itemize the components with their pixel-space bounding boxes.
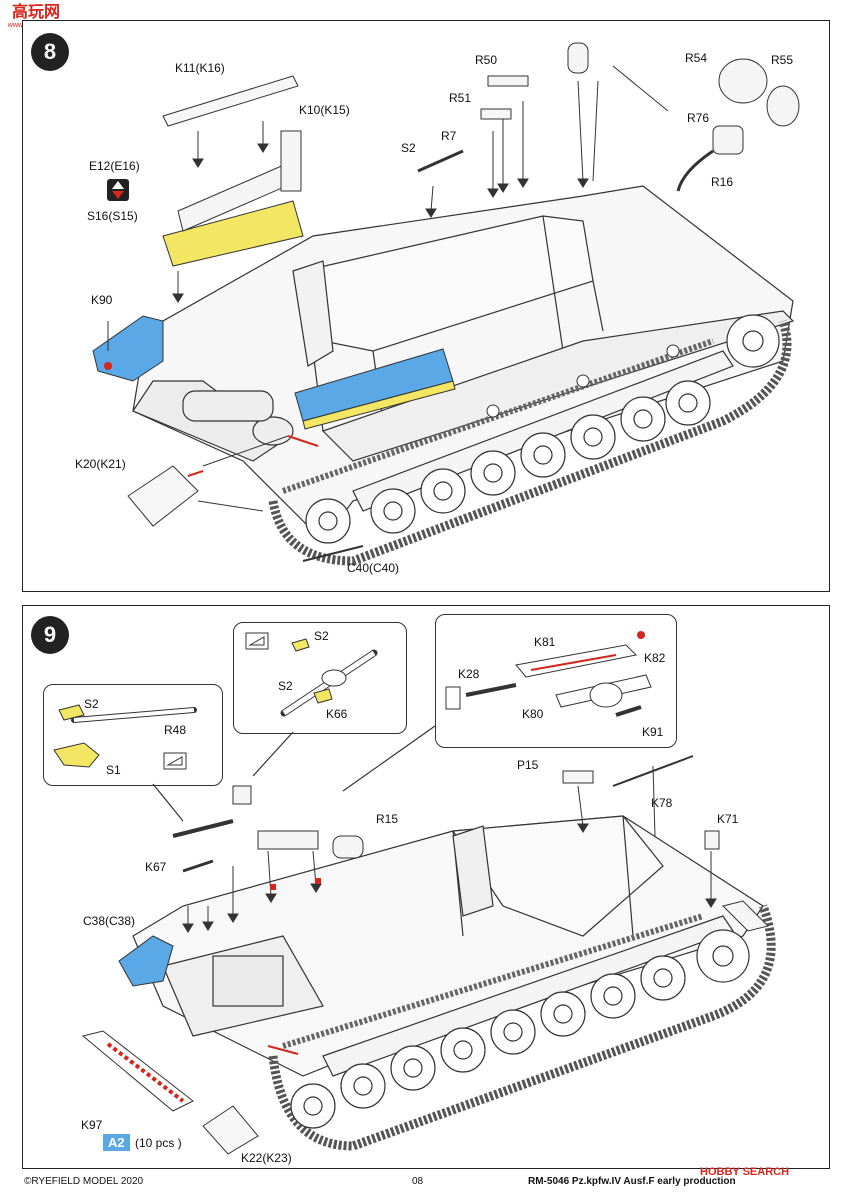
hobbysearch-watermark: HOBBY SEARCH <box>700 1166 790 1178</box>
part-label-k22: K22(K23) <box>241 1151 292 1165</box>
part-label-c38: C38(C38) <box>83 914 136 928</box>
detail-inset-k66: S2 S2 K66 <box>233 622 407 734</box>
step-9-drawing <box>81 725 776 1155</box>
part-label-c40: C40(C40) <box>347 561 400 575</box>
watermark-top: 高玩网 <box>11 3 60 21</box>
detail-inset-k81: K81 K28 K82 K80 K91 <box>435 614 677 748</box>
part-label-r76: R76 <box>687 111 710 125</box>
decal-a2-badge: A2 <box>103 1134 130 1151</box>
part-label-s2-c: S2 <box>278 679 293 693</box>
part-label-r51: R51 <box>449 91 472 105</box>
part-label-r55: R55 <box>771 53 794 67</box>
part-label-k10: K10(K15) <box>299 103 350 117</box>
part-label-k11: K11(K16) <box>175 61 225 75</box>
step-9-panel: 9 S2 R48 S1 S2 S2 K66 <box>22 605 830 1169</box>
part-label-s2: S2 <box>401 141 416 155</box>
part-label-k71: K71 <box>717 812 739 826</box>
step-number-badge: 8 <box>31 33 69 71</box>
part-label-r48: R48 <box>164 723 187 737</box>
copyright-text: ©RYEFIELD MODEL 2020 <box>24 1176 144 1187</box>
part-label-k97: K97 <box>81 1118 103 1132</box>
part-label-r16: R16 <box>711 175 734 189</box>
part-label-k67: K67 <box>145 860 167 874</box>
part-label-k80: K80 <box>522 707 544 721</box>
product-title: RM-5046 Pz.kpfw.IV Ausf.F early producti… <box>528 1176 736 1187</box>
part-label-r15: R15 <box>376 812 399 826</box>
part-label-k66: K66 <box>326 707 348 721</box>
part-label-s2-a: S2 <box>84 697 99 711</box>
page-number: 08 <box>412 1176 424 1187</box>
part-label-s2-b: S2 <box>314 629 329 643</box>
part-label-k90: K90 <box>91 293 113 307</box>
part-label-k91: K91 <box>642 725 664 739</box>
part-label-e12: E12(E16) <box>89 159 140 173</box>
part-label-s1: S1 <box>106 763 121 777</box>
part-label-k82: K82 <box>644 651 666 665</box>
detail-inset-r48: S2 R48 S1 <box>43 684 223 786</box>
part-label-k78: K78 <box>651 796 673 810</box>
decal-a2-count: (10 pcs ) <box>135 1136 182 1150</box>
part-label-r7: R7 <box>441 129 457 143</box>
step-8-panel: 8 <box>22 20 830 592</box>
step-8-drawing <box>92 42 800 566</box>
step-number-badge: 9 <box>31 616 69 654</box>
part-label-k28: K28 <box>458 667 480 681</box>
part-label-p15: P15 <box>517 758 539 772</box>
part-label-k20: K20(K21) <box>75 457 126 471</box>
part-label-k81: K81 <box>534 635 556 649</box>
part-label-r50: R50 <box>475 53 498 67</box>
part-label-r54: R54 <box>685 51 708 65</box>
part-label-s16: S16(S15) <box>87 209 138 223</box>
